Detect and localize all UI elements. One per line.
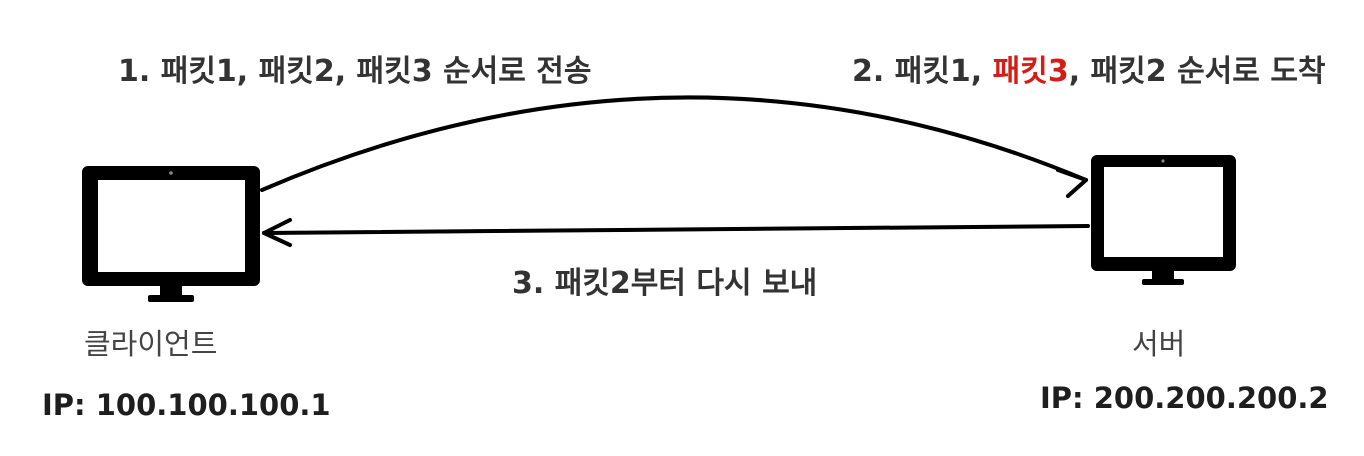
step2-prefix: 2. 패킷1, [852,54,993,89]
resend-arrow-icon [262,218,1090,247]
step1-caption: 1. 패킷1, 패킷2, 패킷3 순서로 전송 [118,54,592,89]
send-arrow-icon [260,95,1088,198]
client-label: 클라이언트 [84,327,218,361]
server-monitor-icon [1091,155,1236,285]
step2-caption: 2. 패킷1, 패킷3, 패킷2 순서로 도착 [852,46,1326,90]
client-ip: IP: 100.100.100.1 [42,388,331,422]
step3-caption: 3. 패킷2부터 다시 보내 [512,266,818,301]
client-monitor-icon [82,166,260,302]
server-label: 서버 [1132,327,1186,361]
step2-highlight: 패킷3 [992,54,1069,89]
step2-suffix: , 패킷2 순서로 도착 [1068,54,1326,89]
server-ip: IP: 200.200.200.2 [1040,381,1329,415]
